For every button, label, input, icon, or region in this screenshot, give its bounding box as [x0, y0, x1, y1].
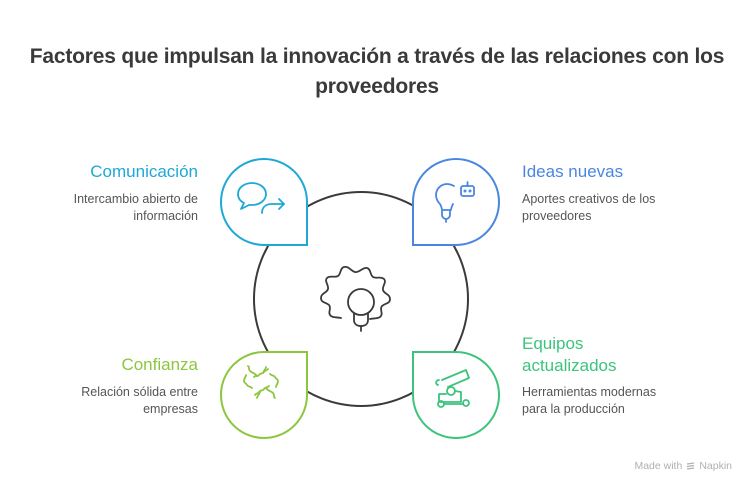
- label-equipos-line-1: Equipos: [522, 334, 584, 353]
- central-ring: [253, 191, 469, 407]
- desc-ideas-line-1: Aportes creativos de los: [522, 192, 656, 206]
- desc-confianza-line-2: empresas: [143, 402, 198, 416]
- chat-bubbles-icon: [237, 182, 285, 214]
- desc-comunicacion-line-2: información: [133, 209, 198, 223]
- desc-equipos-line-1: Herramientas modernas: [522, 385, 657, 399]
- desc-ideas: Aportes creativos de los proveedores: [522, 191, 722, 225]
- desc-confianza-line-1: Relación sólida entre: [81, 385, 198, 399]
- gear-lightbulb-icon: [320, 265, 391, 332]
- label-ideas: Ideas nuevas: [522, 162, 624, 181]
- title-line-2: proveedores: [315, 75, 439, 98]
- desc-equipos-line-2: para la producción: [522, 402, 625, 416]
- desc-confianza: Relación sólida entre empresas: [40, 384, 198, 418]
- desc-comunicacion: Intercambio abierto de información: [40, 191, 198, 225]
- teardrop-comunicacion[interactable]: [220, 158, 308, 246]
- machinery-icon: [435, 369, 470, 408]
- handshake-icon: [243, 365, 279, 399]
- label-comunicacion: Comunicación: [90, 162, 198, 181]
- napkin-logo-icon: [687, 461, 695, 470]
- desc-comunicacion-line-1: Intercambio abierto de: [73, 192, 198, 206]
- teardrop-ideas[interactable]: [412, 158, 500, 246]
- teardrop-confianza[interactable]: [220, 351, 308, 439]
- made-with-text: Made with: [634, 460, 683, 472]
- label-equipos-line-2: actualizados: [522, 356, 617, 375]
- label-equipos: Equipos actualizados: [522, 333, 722, 377]
- page-title: Factores que impulsan la innovación a tr…: [0, 42, 754, 102]
- desc-ideas-line-2: proveedores: [522, 209, 592, 223]
- desc-equipos: Herramientas modernas para la producción: [522, 384, 722, 418]
- lightbulb-robot-icon: [435, 181, 475, 223]
- napkin-watermark[interactable]: Made with Napkin: [634, 460, 732, 472]
- teardrop-equipos[interactable]: [412, 351, 500, 439]
- napkin-brand-text: Napkin: [699, 460, 732, 472]
- label-confianza: Confianza: [121, 355, 198, 374]
- title-line-1: Factores que impulsan la innovación a tr…: [29, 45, 725, 68]
